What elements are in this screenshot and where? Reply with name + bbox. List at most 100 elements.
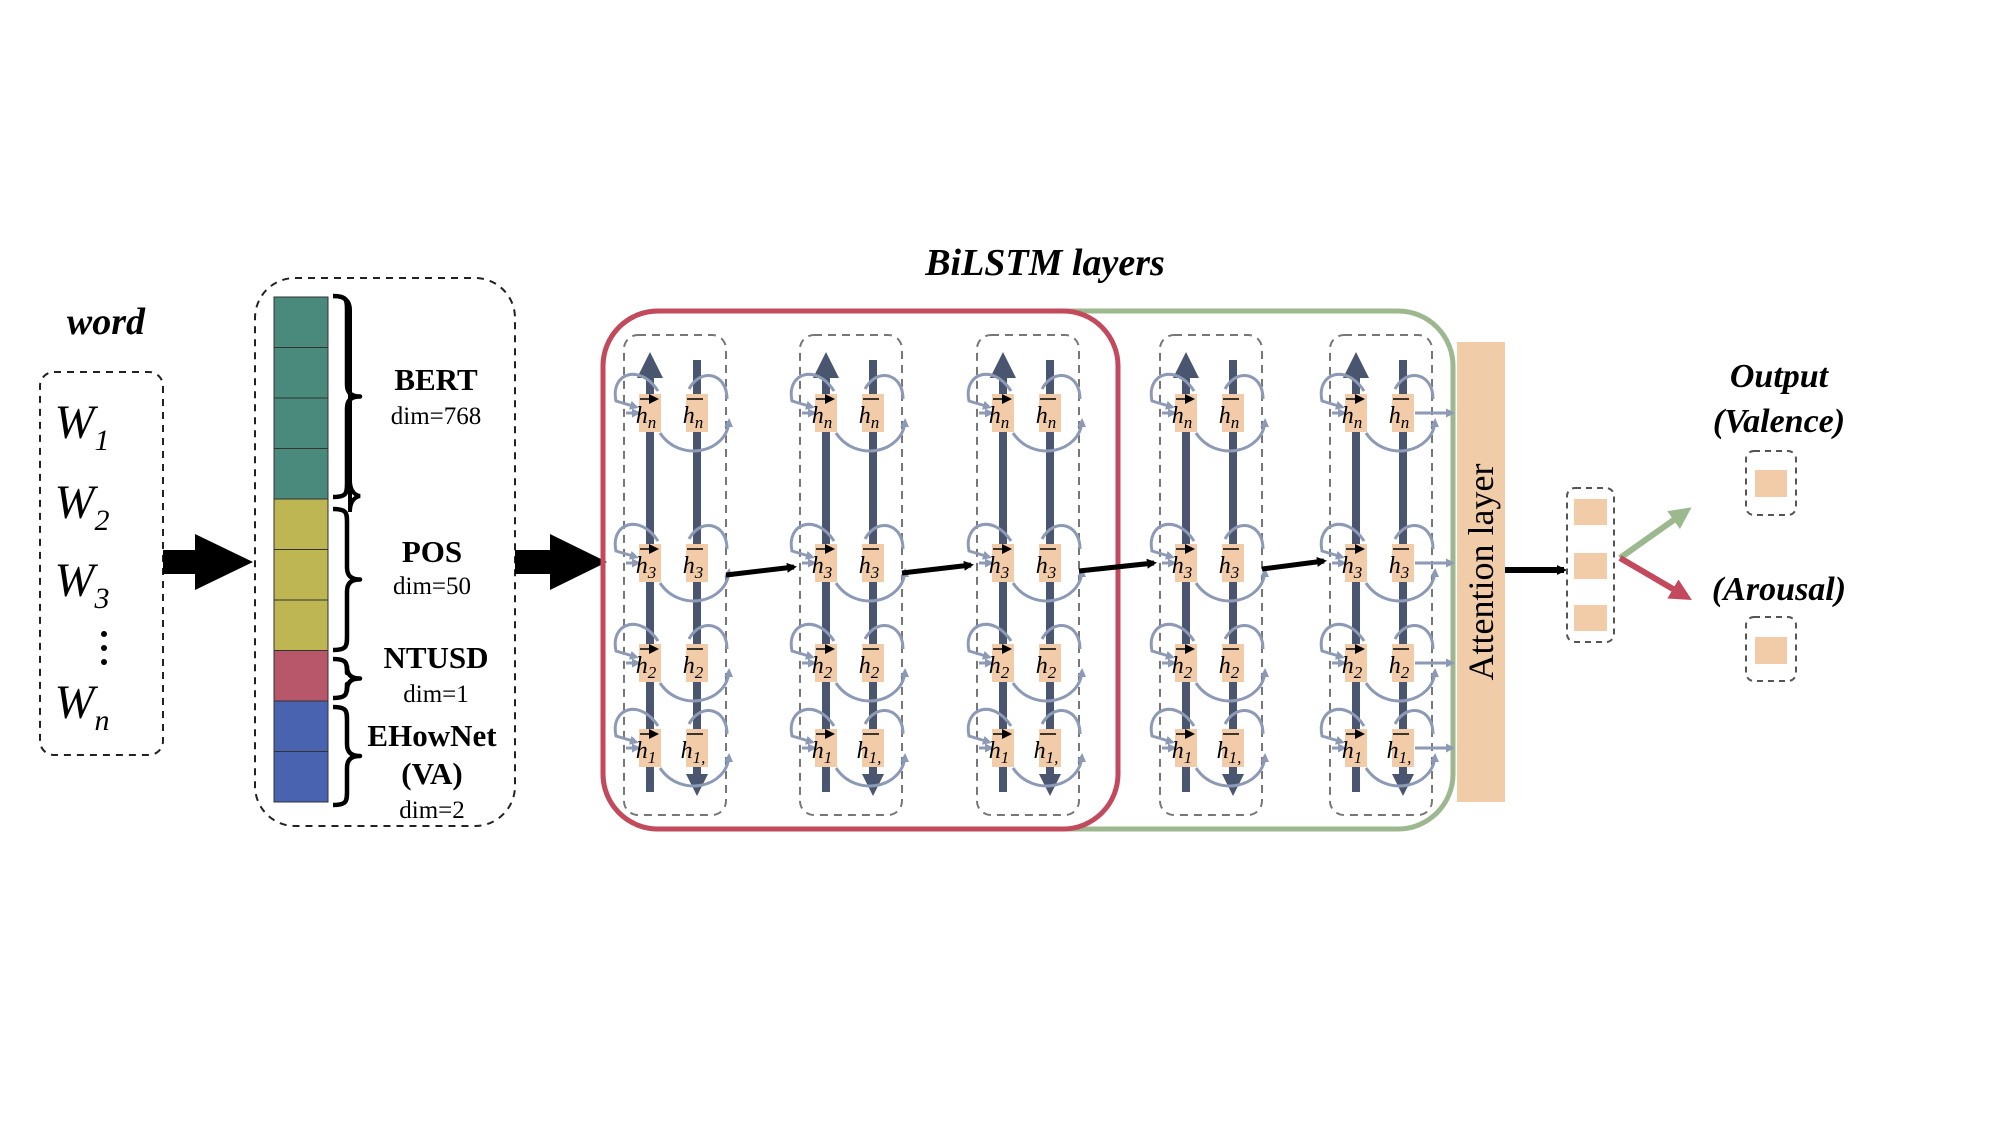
feature-pos-dim: dim=50 [393,573,471,600]
word-w3: W3 [55,554,110,615]
forward-hidden-label: h3 [989,553,1010,582]
forward-recurrence [1319,622,1366,660]
forward-recurrence [966,522,1013,560]
output-vector-cell [1574,605,1607,631]
output-vector-cell [1574,553,1607,579]
forward-hidden-label: h1 [812,738,833,767]
backward-recurrence [658,418,734,453]
backward-recurrence [1194,668,1270,703]
backward-hidden-label: h2 [1036,653,1057,682]
backward-hidden-cell [686,644,708,682]
forward-recurrence [966,707,1013,745]
loop-line [687,709,729,735]
backward-hidden-cell [1039,544,1061,582]
backward-hidden-cell [1039,644,1061,682]
forward-hidden-label: h1 [636,738,657,767]
embedding-cell-ntusd [273,650,329,702]
forward-recurrence [789,622,836,660]
backward-hidden-label: hn [683,403,704,432]
output-vector-box [1566,487,1615,643]
forward-hidden-label: hn [812,403,833,432]
backward-recurrence [658,668,734,703]
forward-hidden-label: h2 [1342,653,1363,682]
word-wn: Wn [55,676,110,737]
forward-recurrence [789,522,836,560]
loop-line [863,624,905,650]
bilstm-outer-frame-green [600,308,1456,832]
loop-line [1040,624,1082,650]
backward-recurrence [834,568,910,603]
backward-recurrence [1194,568,1270,603]
loop-line [1040,524,1082,550]
backward-hidden-label: h1, [857,738,882,767]
forward-recurrence [1319,372,1366,410]
embedding-cell-pos [273,498,329,550]
backward-hidden-label: h3 [859,553,880,582]
forward-hidden-label: h3 [1342,553,1363,582]
forward-hidden-label: h2 [989,653,1010,682]
forward-recurrence [789,707,836,745]
inter-layer-arrow [1261,556,1327,572]
loop-line [1223,624,1265,650]
feature-ntusd-dim: dim=1 [403,681,469,708]
loop-line [1223,709,1265,735]
brace-ehownet [332,704,363,808]
forward-hidden-label: h1 [1342,738,1363,767]
backward-hidden-label: h2 [1219,653,1240,682]
loop-line [863,374,905,400]
ellipsis-dot [101,631,107,637]
backward-hidden-cell [686,729,708,767]
layer-box [799,334,903,816]
bilstm-inner-frame-red [600,308,1121,832]
up-arrow-icon [813,352,839,378]
backward-hidden-label: h2 [859,653,880,682]
layer-box [976,334,1080,816]
valence-output-box [1745,450,1797,516]
loop-line [1393,374,1435,400]
forward-recurrence [1149,522,1196,560]
backward-hidden-label: hn [1389,403,1410,432]
backward-recurrence [1011,668,1087,703]
feature-bert-name: BERT [394,362,478,397]
backward-hidden-label: h3 [683,553,704,582]
backward-recurrence [1194,753,1270,788]
feature-ehownet-dim: dim=2 [399,797,465,824]
backward-recurrence [658,568,734,603]
output-vector-cell [1574,499,1607,525]
backward-recurrence [1011,568,1087,603]
up-arrow-icon [990,352,1016,378]
forward-hidden-label: h2 [1172,653,1193,682]
backward-hidden-cell [1222,394,1244,432]
backward-hidden-label: h2 [683,653,704,682]
loop-line [863,524,905,550]
brace-ntusd [332,656,363,701]
backward-hidden-cell [1222,644,1244,682]
embedding-cell-ehownet [273,700,329,752]
backward-recurrence [1364,753,1440,788]
forward-recurrence [1319,707,1366,745]
embedding-arrow [515,534,607,590]
forward-recurrence [613,707,660,745]
loop-line [1040,374,1082,400]
backward-hidden-cell [1039,729,1061,767]
inter-layer-arrow [1078,558,1157,574]
forward-hidden-label: h3 [1172,553,1193,582]
backward-recurrence [1364,668,1440,703]
backward-hidden-cell [1392,544,1414,582]
backward-recurrence [658,753,734,788]
loop-line [1393,524,1435,550]
forward-hidden-label: hn [989,403,1010,432]
backward-recurrence [1011,753,1087,788]
brace-bert [332,293,363,500]
forward-recurrence [1149,622,1196,660]
backward-hidden-cell [1039,394,1061,432]
backward-hidden-label: h3 [1036,553,1057,582]
forward-recurrence [1149,372,1196,410]
backward-recurrence [834,668,910,703]
backward-hidden-cell [1392,729,1414,767]
loop-line [1223,374,1265,400]
